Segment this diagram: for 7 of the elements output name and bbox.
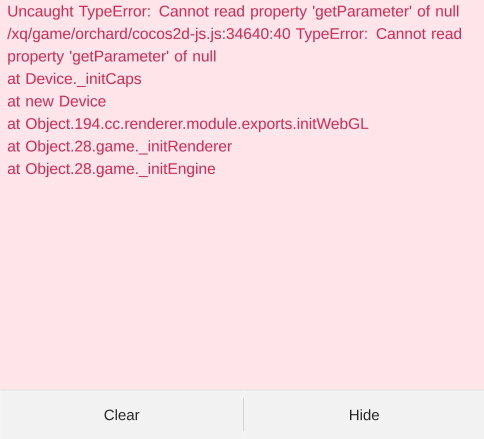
stack-trace-line: at new Device: [8, 95, 106, 107]
stack-trace-line: at Object.28.game._initRenderer: [8, 140, 232, 155]
hide-button: Hide: [244, 390, 484, 439]
stack-trace-line: at Device._initCaps: [8, 72, 141, 88]
stack-trace-line: at Object.194.cc.renderer.module.exports.initWebGL: [8, 118, 368, 132]
clear-button: Clear: [0, 390, 244, 439]
stack-trace-line: at Object.28.game._initEngine: [8, 162, 215, 178]
